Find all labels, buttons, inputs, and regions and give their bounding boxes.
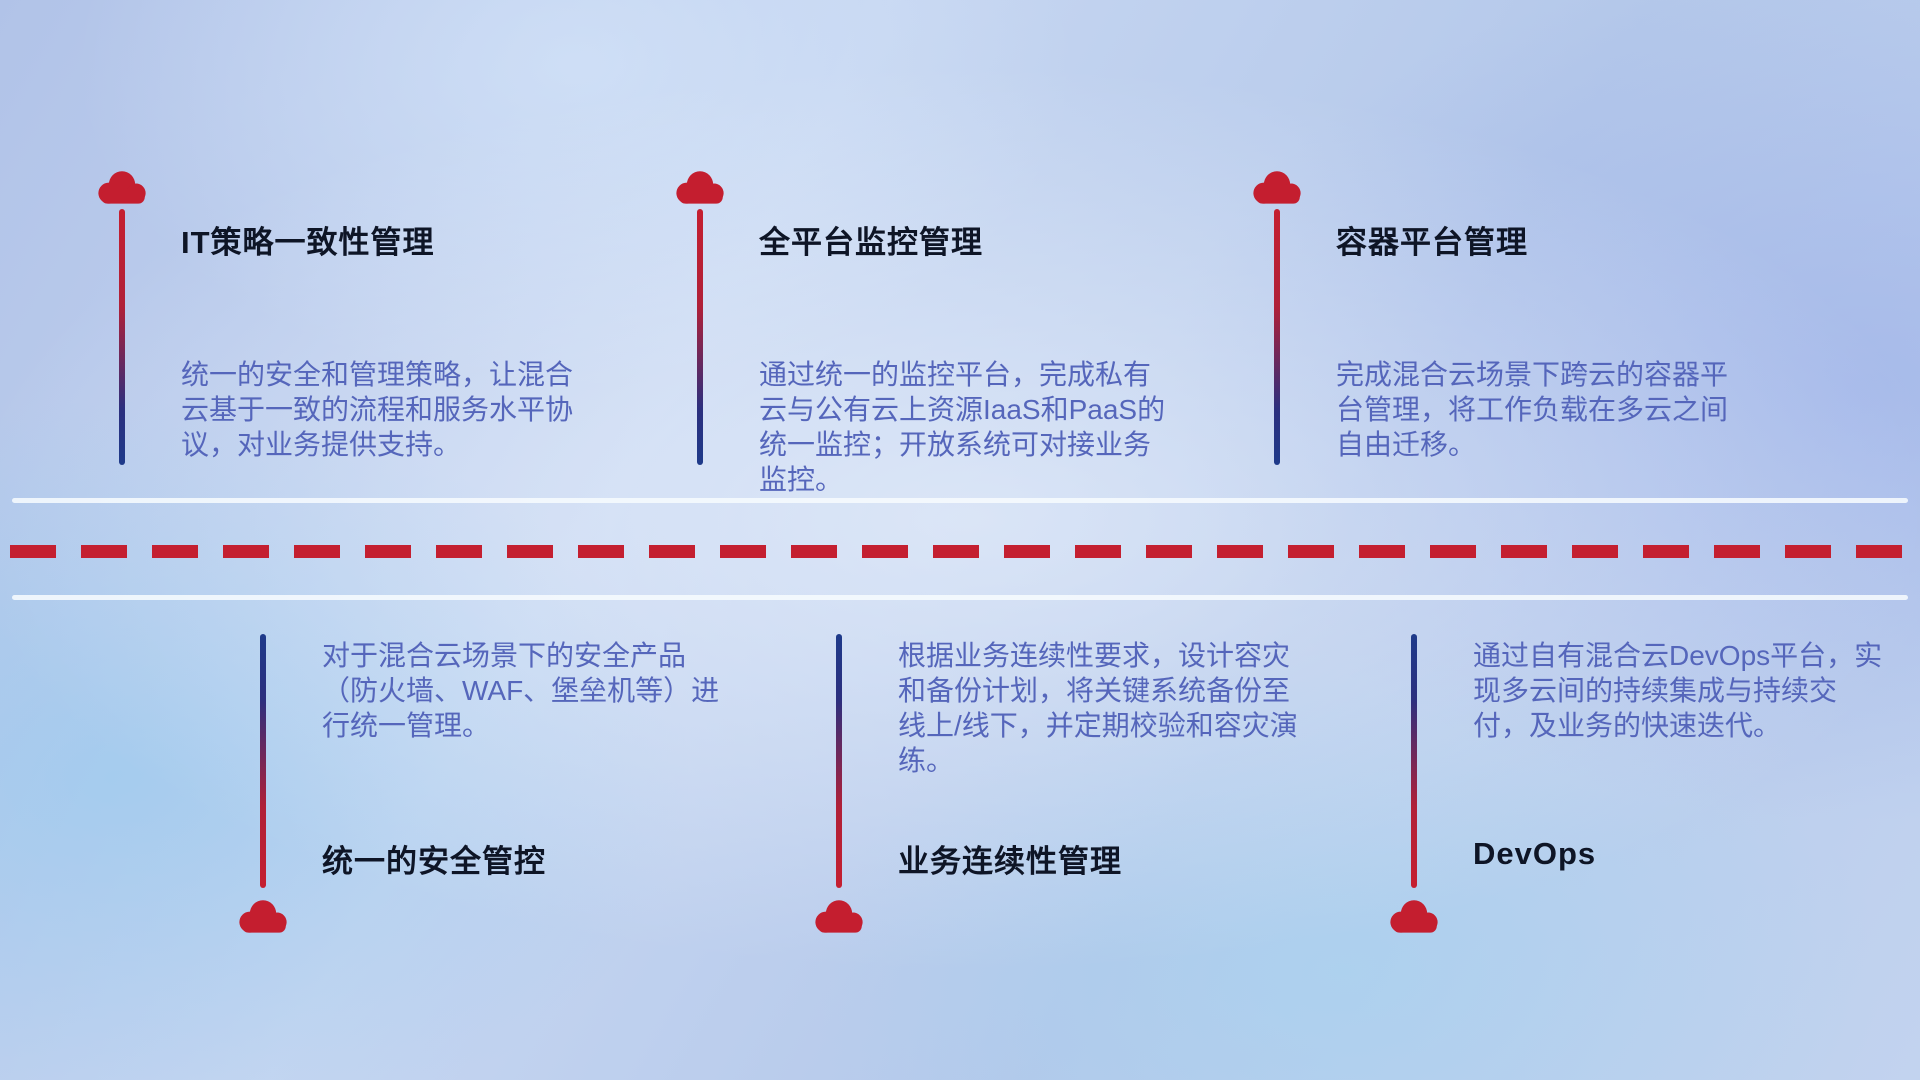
feature-description: 完成混合云场景下跨云的容器平台管理，将工作负载在多云之间自由迁移。 [1336, 359, 1729, 460]
feature-title: IT策略一致性管理 [181, 225, 435, 260]
divider-solid-top [12, 498, 1908, 503]
feature-container-platform: 容器平台管理 完成混合云场景下跨云的容器平台管理，将工作负载在多云之间自由迁移。 [1249, 167, 1809, 479]
feature-title: 全平台监控管理 [759, 225, 983, 260]
cloud-icon [811, 896, 867, 936]
feature-it-policy: IT策略一致性管理 统一的安全和管理策略，让混合云基于一致的流程和服务水平协议，… [94, 167, 654, 479]
feature-title: DevOps [1473, 836, 1597, 871]
feature-description: 对于混合云场景下的安全产品（防火墙、WAF、堡垒机等）进行统一管理。 [322, 640, 720, 741]
feature-business-continuity: 根据业务连续性要求，设计容灾和备份计划，将关键系统备份至线上/线下，并定期校验和… [811, 630, 1371, 960]
cloud-icon [94, 167, 150, 207]
timeline-stem [260, 634, 266, 888]
feature-devops: 通过自有混合云DevOps平台，实现多云间的持续集成与持续交付，及业务的快速迭代… [1386, 630, 1920, 960]
timeline-stem [1274, 209, 1280, 465]
feature-description: 通过自有混合云DevOps平台，实现多云间的持续集成与持续交付，及业务的快速迭代… [1473, 640, 1883, 741]
timeline-stem [119, 209, 125, 465]
cloud-icon [1386, 896, 1442, 936]
timeline-stem [1411, 634, 1417, 888]
feature-description: 统一的安全和管理策略，让混合云基于一致的流程和服务水平协议，对业务提供支持。 [181, 359, 574, 460]
feature-description: 通过统一的监控平台，完成私有云与公有云上资源IaaS和PaaS的统一监控；开放系… [759, 359, 1166, 495]
feature-title: 统一的安全管控 [322, 844, 546, 879]
feature-monitoring: 全平台监控管理 通过统一的监控平台，完成私有云与公有云上资源IaaS和PaaS的… [672, 167, 1232, 495]
divider-dashed-line [10, 545, 1916, 558]
timeline-stem [697, 209, 703, 465]
feature-description: 根据业务连续性要求，设计容灾和备份计划，将关键系统备份至线上/线下，并定期校验和… [898, 640, 1298, 776]
feature-security-control: 对于混合云场景下的安全产品（防火墙、WAF、堡垒机等）进行统一管理。 统一的安全… [235, 630, 795, 960]
feature-title: 容器平台管理 [1336, 225, 1528, 260]
timeline-stem [836, 634, 842, 888]
cloud-icon [1249, 167, 1305, 207]
cloud-icon [672, 167, 728, 207]
cloud-icon [235, 896, 291, 936]
feature-title: 业务连续性管理 [898, 844, 1122, 879]
divider-solid-bottom [12, 595, 1908, 600]
